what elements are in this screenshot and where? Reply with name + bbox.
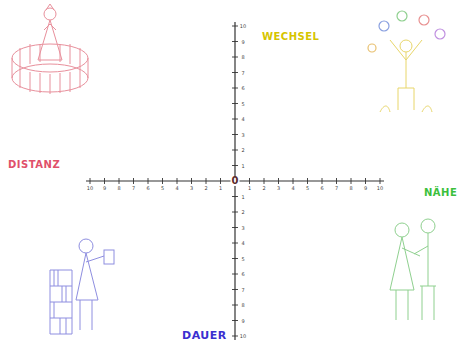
pair-figure xyxy=(390,219,436,320)
tick-number: 10 xyxy=(239,334,246,339)
tick-number: 5 xyxy=(305,186,309,191)
tick-number: 3 xyxy=(241,132,245,137)
tick-number: 3 xyxy=(241,225,245,230)
axis-label: DAUER xyxy=(182,330,227,341)
tick-number: 9 xyxy=(102,186,106,191)
tick-number: 9 xyxy=(241,318,245,323)
tick-number: 1 xyxy=(218,186,222,191)
tick-number: 1 xyxy=(241,163,245,168)
tick-number: 10 xyxy=(86,186,93,191)
tick-number: 2 xyxy=(241,210,245,215)
tick-number: 8 xyxy=(241,55,245,60)
axis-label: WECHSEL xyxy=(262,32,319,42)
tick-number: 7 xyxy=(131,186,135,191)
tick-number: 2 xyxy=(262,186,266,191)
axis-lines xyxy=(86,22,384,340)
tick-number: 6 xyxy=(241,272,245,277)
tick-number: 7 xyxy=(334,186,338,191)
tick-number: 1 xyxy=(247,186,251,191)
tick-number: 5 xyxy=(160,186,164,191)
axis-label: DISTANZ xyxy=(8,160,60,170)
tick-number: 2 xyxy=(204,186,208,191)
origin-label: 0 xyxy=(231,176,240,186)
tick-number: 2 xyxy=(241,148,245,153)
tick-number: 9 xyxy=(241,39,245,44)
tick-number: 10 xyxy=(376,186,383,191)
tick-number: 7 xyxy=(241,287,245,292)
tick-number: 6 xyxy=(146,186,150,191)
tick-number: 4 xyxy=(241,241,245,246)
tick-number: 5 xyxy=(241,101,245,106)
tick-number: 8 xyxy=(117,186,121,191)
tick-number: 4 xyxy=(241,117,245,122)
fence-figure xyxy=(12,4,88,94)
tick-number: 8 xyxy=(349,186,353,191)
tick-number: 3 xyxy=(276,186,280,191)
tick-number: 5 xyxy=(241,256,245,261)
tick-number: 1 xyxy=(241,194,245,199)
tick-number: 6 xyxy=(241,86,245,91)
tick-number: 3 xyxy=(189,186,193,191)
tick-number: 4 xyxy=(291,186,295,191)
tick-number: 9 xyxy=(363,186,367,191)
tick-number: 8 xyxy=(241,303,245,308)
tick-number: 6 xyxy=(320,186,324,191)
tick-number: 4 xyxy=(175,186,179,191)
juggling-balls xyxy=(368,11,445,52)
axis-label: NÄHE xyxy=(424,188,457,198)
tick-number: 7 xyxy=(241,70,245,75)
shelf-figure xyxy=(50,239,114,334)
juggler-figure xyxy=(380,40,432,112)
tick-number: 10 xyxy=(239,24,246,29)
